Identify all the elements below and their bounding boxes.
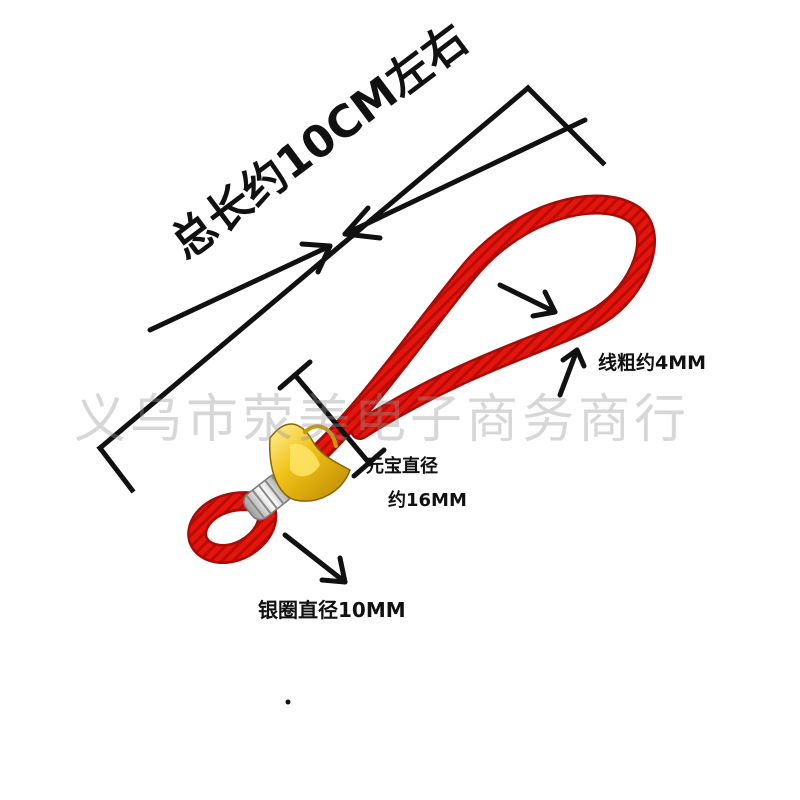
ring-diameter-label: 银圈直径10MM (258, 598, 406, 622)
ingot-diameter-value: 约16MM (388, 490, 467, 511)
cord-thickness-label: 线粗约4MM (598, 352, 707, 374)
red-cord (290, 194, 656, 480)
gold-ingot-charm (269, 423, 351, 502)
total-length-arrow (342, 117, 588, 241)
cord-thickness-arrows (497, 282, 587, 398)
ingot-diameter-marker (277, 359, 387, 479)
ring-diameter-arrow (282, 532, 348, 585)
ingot-diameter-label: 元宝直径 (366, 456, 438, 477)
dust-speck (285, 699, 291, 705)
total-length-bracket (96, 84, 607, 494)
cord-end-loop (187, 491, 278, 564)
shop-watermark: 义乌市荥美电子商务商行 (74, 390, 691, 450)
cord-pointer-arrow (147, 241, 333, 333)
